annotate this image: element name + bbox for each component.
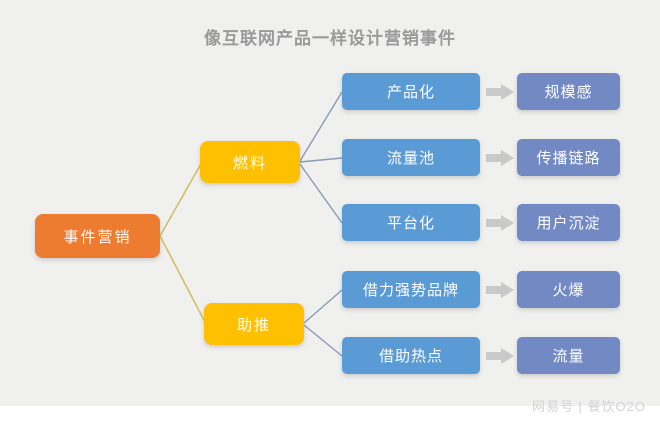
node-outcome-user-retention: 用户沉淀 bbox=[517, 204, 620, 241]
node-outcome-spread-chain: 传播链路 bbox=[517, 139, 620, 176]
node-fuel: 燃料 bbox=[200, 141, 300, 183]
flow-arrow-2 bbox=[486, 150, 514, 166]
flow-arrow-3 bbox=[486, 215, 514, 231]
node-outcome-hot: 火爆 bbox=[517, 271, 620, 308]
root-branch-lines bbox=[159, 161, 207, 325]
flow-arrow-5 bbox=[486, 348, 514, 364]
flow-arrow-1 bbox=[486, 84, 514, 100]
node-productize: 产品化 bbox=[342, 73, 480, 110]
flow-arrows bbox=[486, 84, 514, 364]
node-leverage-strong-brands: 借力强势品牌 bbox=[342, 271, 480, 308]
node-event-marketing: 事件营销 bbox=[35, 214, 160, 258]
node-outcome-traffic: 流量 bbox=[517, 337, 620, 374]
watermark: 网易号 | 餐饮O2O bbox=[531, 399, 646, 414]
flow-arrow-4 bbox=[486, 282, 514, 298]
node-boost: 助推 bbox=[204, 303, 304, 345]
node-platformize: 平台化 bbox=[342, 204, 480, 241]
node-leverage-hotspots: 借助热点 bbox=[342, 337, 480, 374]
branch-step-lines bbox=[299, 91, 343, 357]
diagram-title: 像互联网产品一样设计营销事件 bbox=[204, 29, 456, 48]
node-traffic-pool: 流量池 bbox=[342, 139, 480, 176]
node-outcome-scale: 规模感 bbox=[517, 73, 620, 110]
